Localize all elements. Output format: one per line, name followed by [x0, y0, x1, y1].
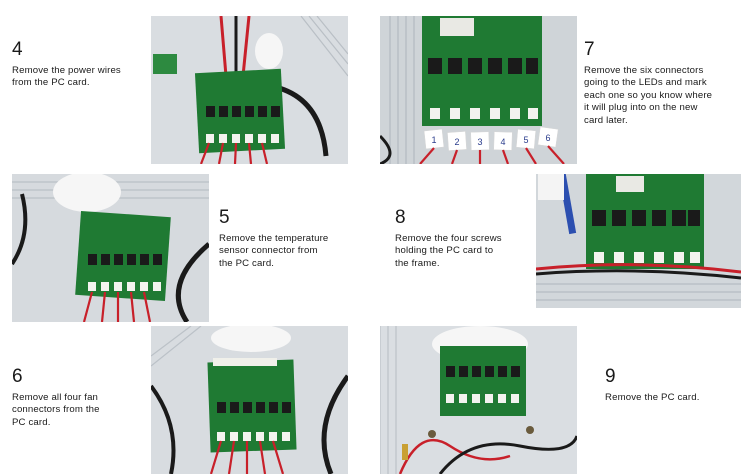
step-7-text: Remove the six connectors going to the L…: [584, 65, 713, 126]
step-8: 8 Remove the four screws holding the PC …: [395, 208, 530, 270]
step-8-text: Remove the four screws holding the PC ca…: [395, 233, 502, 269]
step-5-number: 5: [219, 207, 230, 228]
step-5-photo: [12, 174, 209, 322]
led-label-3: 3: [477, 137, 482, 147]
step-6-text: Remove all four fan connectors from the …: [12, 392, 100, 428]
step-4-photo: [151, 16, 348, 164]
led-label-6: 6: [545, 133, 550, 143]
step-9-text: Remove the PC card.: [605, 392, 700, 403]
step-4-number: 4: [12, 39, 23, 60]
step-6-number: 6: [12, 366, 23, 387]
step-7-number: 7: [584, 39, 595, 60]
step-6-photo: [151, 326, 348, 474]
step-8-number: 8: [395, 207, 406, 228]
step-4: 4 Remove the power wires from the PC car…: [12, 40, 147, 90]
led-label-4: 4: [500, 137, 505, 147]
step-5: 5 Remove the temperature sensor connecto…: [219, 208, 369, 270]
led-label-1: 1: [431, 135, 436, 145]
led-label-5: 5: [523, 135, 528, 145]
step-9-number: 9: [605, 366, 616, 387]
led-label-2: 2: [454, 137, 459, 147]
step-9: 9 Remove the PC card.: [605, 367, 740, 404]
step-8-photo: [536, 174, 741, 308]
step-9-photo: [380, 326, 577, 474]
step-7-photo: 1 2 3 4 5 6: [380, 16, 577, 164]
step-5-text: Remove the temperature sensor connector …: [219, 233, 329, 269]
step-4-text: Remove the power wires from the PC card.: [12, 65, 121, 89]
step-6: 6 Remove all four fan connectors from th…: [12, 367, 147, 429]
step-7: 7 Remove the six connectors going to the…: [584, 40, 744, 127]
